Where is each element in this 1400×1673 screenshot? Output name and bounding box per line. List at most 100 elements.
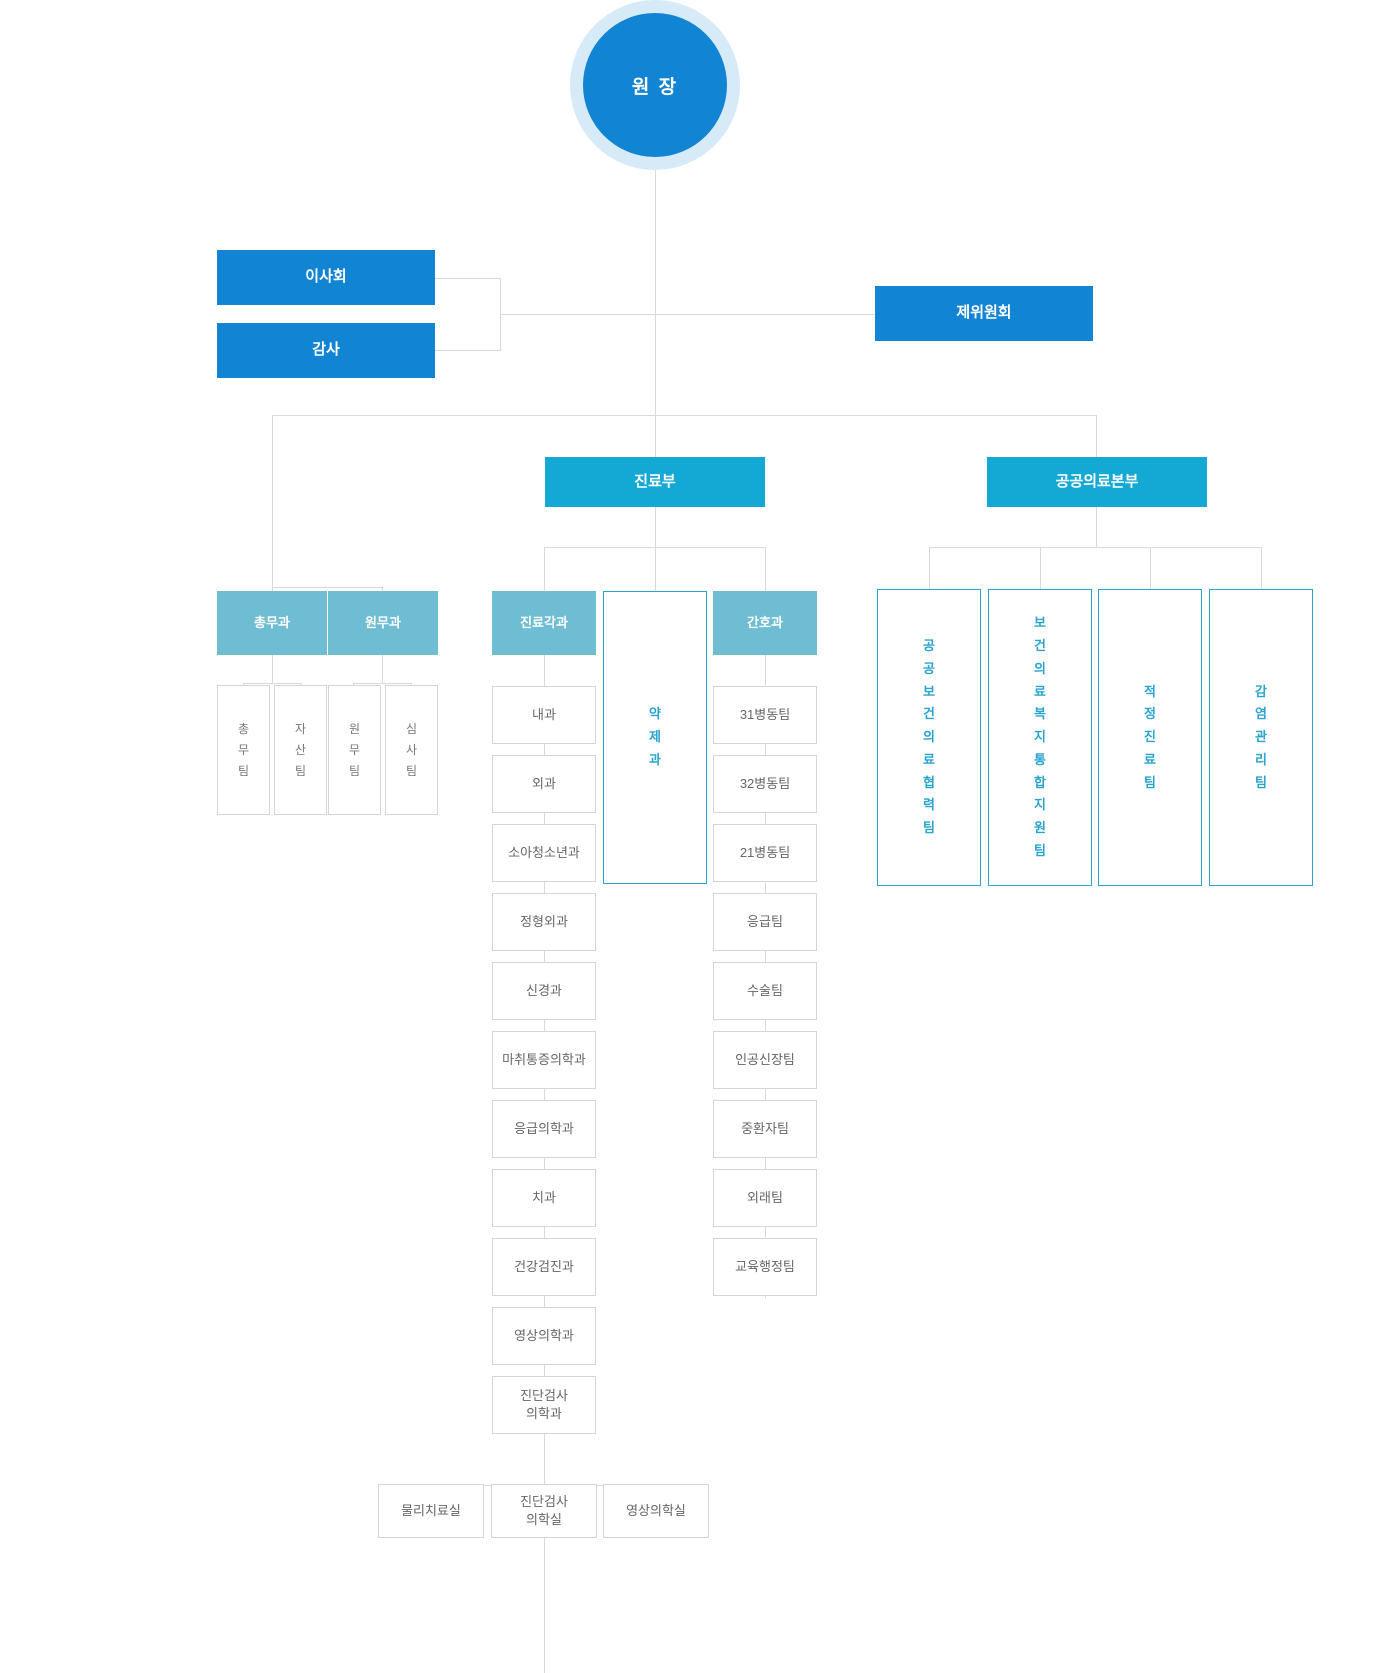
nursing-team-connector-5 bbox=[765, 1020, 766, 1031]
clinical-dept-item[interactable]: 치과 bbox=[492, 1169, 596, 1227]
clinical-dept-connector-9 bbox=[544, 1296, 545, 1307]
nursing-team-item-label: 중환자팀 bbox=[741, 1121, 789, 1137]
clinical-dept-item[interactable]: 진단검사 의학과 bbox=[492, 1376, 596, 1434]
department-patient-affairs-label: 원무과 bbox=[365, 615, 401, 631]
connector-public-bar bbox=[929, 547, 1261, 548]
advisory-box-board[interactable]: 이사회 bbox=[217, 250, 435, 305]
division-public-health-label: 공공의료본부 bbox=[1055, 472, 1139, 490]
connector-public-stem bbox=[1096, 507, 1097, 547]
nursing-team-item[interactable]: 32병동팀 bbox=[713, 755, 817, 813]
public-team-box-quality-care[interactable]: 적정진료팀 bbox=[1098, 589, 1202, 886]
connector-right-advisory-to-spine bbox=[655, 314, 876, 315]
team-assets-team-label: 자산팀 bbox=[294, 721, 307, 778]
nursing-team-item[interactable]: 31병동팀 bbox=[713, 686, 817, 744]
clinical-dept-item-label: 마취통증의학과 bbox=[502, 1052, 586, 1068]
nursing-team-item[interactable]: 외래팀 bbox=[713, 1169, 817, 1227]
nursing-team-item-label: 교육행정팀 bbox=[735, 1259, 795, 1275]
advisory-committees-label: 제위원회 bbox=[956, 304, 1012, 322]
advisory-box-committees[interactable]: 제위원회 bbox=[875, 286, 1093, 341]
nursing-team-item[interactable]: 응급팀 bbox=[713, 893, 817, 951]
connector-ga-team1-drop bbox=[243, 683, 244, 685]
subroom-box-physical-therapy[interactable]: 물리치료실 bbox=[378, 1484, 484, 1538]
connector-pa-team1-drop bbox=[353, 683, 354, 685]
root-node-label: 원 장 bbox=[631, 76, 679, 98]
public-team-quality-care-label: 적정진료팀 bbox=[1144, 683, 1156, 790]
public-team-box-infection-control[interactable]: 감염관리팀 bbox=[1209, 589, 1313, 886]
department-box-general-affairs[interactable]: 총무과 bbox=[217, 591, 327, 655]
subroom-box-radiology[interactable]: 영상의학실 bbox=[603, 1484, 709, 1538]
division-box-public-health[interactable]: 공공의료본부 bbox=[987, 457, 1207, 507]
connector-admin-bar bbox=[272, 587, 382, 588]
nursing-team-item-label: 응급팀 bbox=[747, 914, 783, 930]
clinical-dept-item-label: 건강검진과 bbox=[514, 1259, 574, 1275]
clinical-dept-item[interactable]: 응급의학과 bbox=[492, 1100, 596, 1158]
nursing-team-item[interactable]: 21병동팀 bbox=[713, 824, 817, 882]
clinical-dept-item[interactable]: 건강검진과 bbox=[492, 1238, 596, 1296]
team-box-general-affairs-team[interactable]: 총무팀 bbox=[217, 685, 270, 815]
nursing-team-connector-4 bbox=[765, 951, 766, 962]
public-team-box-welfare-support[interactable]: 보건의료복지통합지원팀 bbox=[988, 589, 1092, 886]
clinical-dept-item-label: 신경과 bbox=[526, 983, 562, 999]
team-box-patient-affairs-team[interactable]: 원무팀 bbox=[328, 685, 381, 815]
connector-level3-admin-drop bbox=[272, 415, 273, 587]
clinical-dept-connector-3 bbox=[544, 882, 545, 893]
department-box-patient-affairs[interactable]: 원무과 bbox=[328, 591, 438, 655]
advisory-board-label: 이사회 bbox=[305, 268, 347, 286]
clinical-dept-item[interactable]: 내과 bbox=[492, 686, 596, 744]
root-node-wonjang[interactable]: 원 장 bbox=[583, 13, 727, 157]
nursing-team-connector-8 bbox=[765, 1227, 766, 1238]
nursing-team-item[interactable]: 중환자팀 bbox=[713, 1100, 817, 1158]
nursing-team-item[interactable]: 인공신장팀 bbox=[713, 1031, 817, 1089]
clinical-dept-item-label: 치과 bbox=[532, 1190, 556, 1206]
nursing-team-item[interactable]: 교육행정팀 bbox=[713, 1238, 817, 1296]
subroom-box-lab-medicine[interactable]: 진단검사 의학실 bbox=[491, 1484, 597, 1538]
clinical-dept-connector-1 bbox=[544, 744, 545, 755]
subroom-physical-therapy-label: 물리치료실 bbox=[401, 1503, 461, 1519]
nursing-team-connector-1 bbox=[765, 744, 766, 755]
nursing-team-item-label: 외래팀 bbox=[747, 1190, 783, 1206]
connector-public-team2-drop bbox=[1040, 547, 1041, 591]
connector-medical-stem bbox=[655, 507, 656, 547]
connector-pa-bar bbox=[353, 683, 411, 684]
nursing-team-item-label: 수술팀 bbox=[747, 983, 783, 999]
advisory-auditor-label: 감사 bbox=[312, 341, 340, 359]
connector-public-team4-drop bbox=[1261, 547, 1262, 591]
clinical-dept-item[interactable]: 마취통증의학과 bbox=[492, 1031, 596, 1089]
nursing-team-connector-3 bbox=[765, 882, 766, 893]
clinical-dept-item[interactable]: 외과 bbox=[492, 755, 596, 813]
team-review-team-label: 심사팀 bbox=[405, 721, 418, 778]
clinical-dept-item[interactable]: 정형외과 bbox=[492, 893, 596, 951]
department-box-clinical-departments[interactable]: 진료각과 bbox=[492, 591, 596, 655]
connector-level3-public-drop bbox=[1096, 415, 1097, 457]
subroom-lab-medicine-label: 진단검사 의학실 bbox=[520, 1494, 568, 1527]
connector-left-advisory-bottom bbox=[435, 350, 500, 351]
department-box-nursing[interactable]: 간호과 bbox=[713, 591, 817, 655]
public-team-welfare-support-label: 보건의료복지통합지원팀 bbox=[1034, 615, 1046, 858]
subroom-radiology-label: 영상의학실 bbox=[626, 1503, 686, 1519]
connector-level3-bar bbox=[272, 415, 1096, 416]
clinical-dept-connector-7 bbox=[544, 1158, 545, 1169]
public-team-box-cooperation[interactable]: 공공보건의료협력팀 bbox=[877, 589, 981, 886]
connector-public-team3-drop bbox=[1150, 547, 1151, 591]
clinical-dept-item-label: 외과 bbox=[532, 776, 556, 792]
clinical-dept-item[interactable]: 소아청소년과 bbox=[492, 824, 596, 882]
nursing-team-item[interactable]: 수술팀 bbox=[713, 962, 817, 1020]
clinical-dept-item[interactable]: 영상의학과 bbox=[492, 1307, 596, 1365]
team-patient-affairs-team-label: 원무팀 bbox=[348, 721, 361, 778]
nursing-team-item-label: 21병동팀 bbox=[739, 845, 791, 861]
connector-ga-bar bbox=[243, 683, 301, 684]
team-box-assets-team[interactable]: 자산팀 bbox=[274, 685, 327, 815]
department-box-pharmacy[interactable]: 약제과 bbox=[603, 591, 707, 884]
connector-pa-stem bbox=[382, 655, 383, 683]
division-box-medical[interactable]: 진료부 bbox=[545, 457, 765, 507]
connector-subrooms-stem bbox=[544, 1440, 545, 1485]
clinical-dept-item-label: 진단검사 의학과 bbox=[520, 1388, 568, 1421]
nursing-team-item-label: 인공신장팀 bbox=[735, 1052, 795, 1068]
nursing-team-connector-2 bbox=[765, 813, 766, 824]
team-box-review-team[interactable]: 심사팀 bbox=[385, 685, 438, 815]
nursing-team-connector-6 bbox=[765, 1089, 766, 1100]
advisory-box-auditor[interactable]: 감사 bbox=[217, 323, 435, 378]
clinical-dept-item[interactable]: 신경과 bbox=[492, 962, 596, 1020]
clinical-dept-connector-6 bbox=[544, 1089, 545, 1100]
